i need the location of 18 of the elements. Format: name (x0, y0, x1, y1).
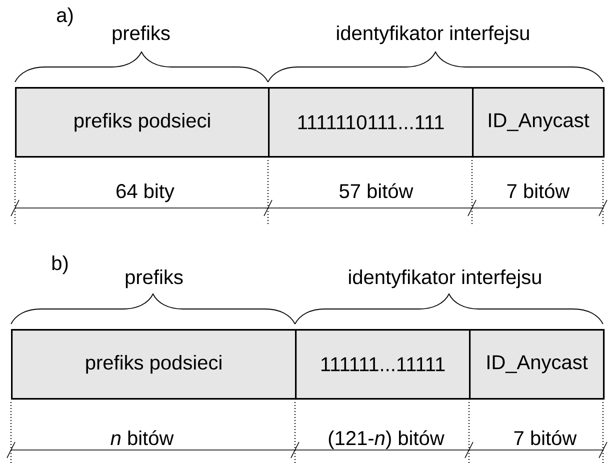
field-box: 1111110111...111 (268, 87, 474, 158)
dimension-label: (121-n) bitów (328, 430, 444, 450)
dimension-label: 7 bitów (514, 430, 577, 446)
panel-letter: a) (56, 8, 73, 26)
dimension-label: 64 bity (116, 184, 174, 202)
field-box: prefiks podsieci (11, 329, 297, 400)
brace-label: identyfikator interfejsu (337, 26, 529, 44)
dimension-label: 57 bitów (340, 183, 414, 198)
field-box: ID_Anycast (472, 87, 605, 158)
field-box: 111111...11111 (295, 329, 471, 400)
dimension-label: 7 bitów (507, 183, 570, 198)
brace-label: identyfikator interfejsu (349, 270, 541, 288)
dimension-label: n bitów (110, 430, 174, 446)
field-box: prefiks podsieci (15, 87, 270, 158)
field-box: ID_Anycast (469, 329, 605, 400)
brace-label: prefiks (126, 270, 183, 288)
panel-letter: b) (52, 256, 68, 274)
brace-label: prefiks (112, 26, 170, 44)
